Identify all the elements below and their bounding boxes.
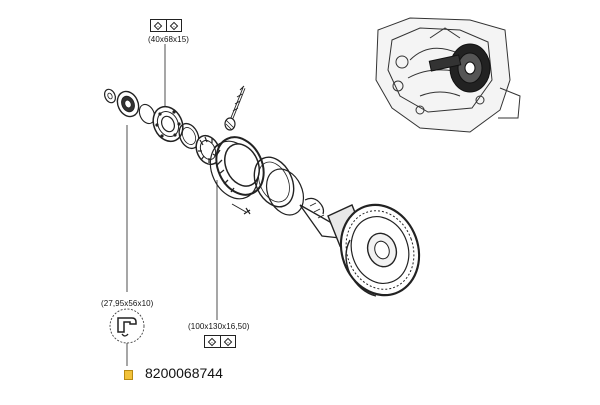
alignment-marker — [231, 203, 251, 215]
spacer-ring — [178, 122, 200, 150]
shim-ring-1 — [253, 156, 295, 208]
shim-ring-2 — [265, 168, 305, 216]
label-bearing-bottom: (100x130x16,50) — [188, 322, 250, 331]
bearing-100x130x16-50 — [209, 136, 265, 200]
oil-seal-icon — [109, 308, 145, 344]
bearing-40x68x15 — [152, 105, 184, 143]
gearbox-thumbnail — [375, 17, 521, 133]
bearing-symbol-icon — [150, 19, 182, 32]
label-seal: (27,95x56x10) — [101, 299, 154, 308]
bearing-symbol-icon — [204, 335, 236, 348]
oil-seal-part — [116, 90, 140, 118]
speedometer-drive-gear — [224, 85, 246, 131]
part-reference[interactable]: 8200068744 — [145, 365, 223, 381]
differential-gear — [299, 197, 421, 297]
small-washer — [103, 88, 117, 104]
leader-lines — [126, 44, 218, 366]
part-badge[interactable] — [124, 370, 133, 380]
thin-ring — [138, 103, 156, 125]
label-bearing-top: (40x68x15) — [148, 35, 190, 44]
